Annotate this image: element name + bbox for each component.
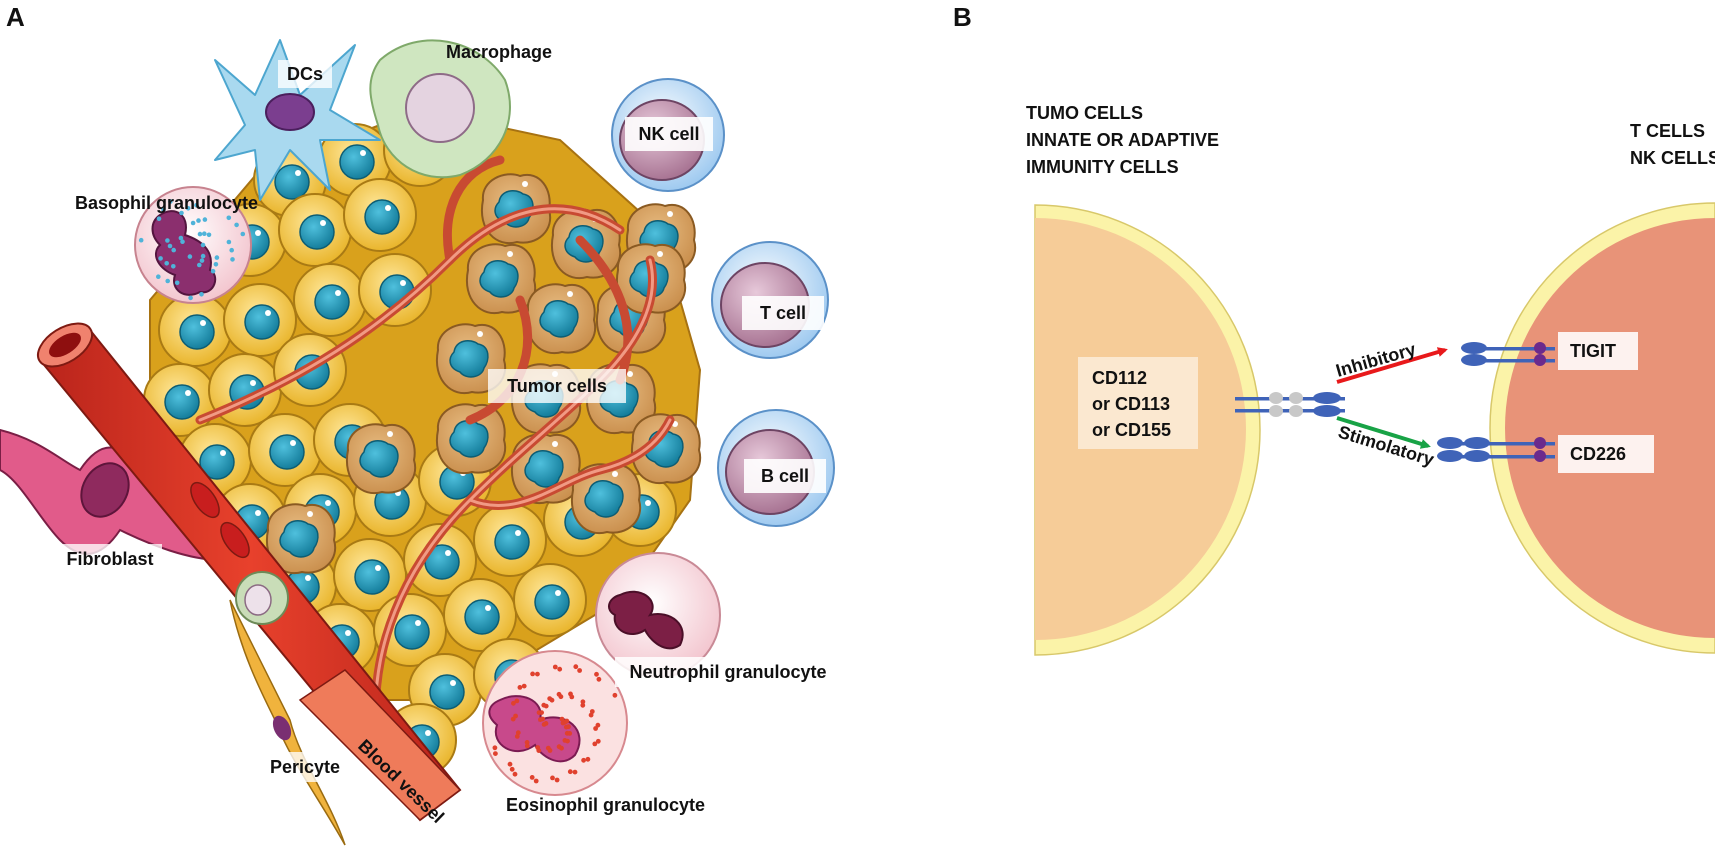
t-nk-cell-large [1489, 202, 1715, 654]
tumor-cell [443, 578, 517, 652]
t-cell-label: T cell [742, 296, 824, 330]
inhibitory-arrow [1336, 347, 1448, 384]
tumor-cell-irregular [265, 503, 337, 575]
left-header-line-1: TUMO CELLS [1026, 103, 1143, 123]
ligand-line-2: or CD113 [1092, 394, 1171, 414]
tumor-cell [278, 193, 352, 267]
pericyte-label: Pericyte [262, 752, 348, 782]
tumor-cell [223, 283, 297, 357]
panel-b-letter: B [953, 2, 972, 32]
macrophage-label: Macrophage [446, 42, 553, 62]
tumor-cell [293, 263, 367, 337]
dcs-label: DCs [278, 60, 332, 88]
tumor-cell [403, 523, 477, 597]
cd226-label: CD226 [1558, 435, 1654, 473]
left-header-line-2: INNATE OR ADAPTIVE [1026, 130, 1220, 150]
tumor-cell [158, 293, 232, 367]
macrophage-cell [369, 39, 511, 179]
eosinophil-cell [482, 650, 628, 796]
dendritic-cell [214, 39, 381, 201]
fibroblast-cell [0, 428, 222, 562]
basophil-cell [134, 186, 252, 304]
ligand-receptor-complex [1235, 392, 1345, 417]
ligand-line-1: CD112 [1092, 368, 1148, 388]
tumor-cell [343, 178, 417, 252]
stimolatory-arrow [1336, 416, 1431, 449]
tigit-receptor [1461, 342, 1555, 366]
tigit-label: TIGIT [1558, 332, 1638, 370]
tumor-cells-label: Tumor cells [488, 369, 626, 403]
b-cell-label: B cell [744, 459, 826, 493]
tumor-cell-irregular [570, 463, 642, 535]
tumor-cell [513, 563, 587, 637]
tumor-cell-irregular [435, 403, 507, 475]
tumor-cell [333, 538, 407, 612]
fibroblast-label: Fibroblast [58, 544, 162, 574]
stimolatory-label: Stimolatory [1336, 422, 1437, 470]
inhibitory-label: Inhibitory [1334, 339, 1418, 381]
basophil-label: Basophil granulocyte [75, 193, 259, 213]
ligand-line-3: or CD155 [1092, 420, 1172, 440]
neutrophil-label: Neutrophil granulocyte [615, 657, 841, 687]
eosinophil-label: Eosinophil granulocyte [506, 795, 706, 815]
nk-cell-label: NK cell [625, 117, 713, 151]
cd226-receptor [1437, 437, 1555, 462]
neutrophil-cell [595, 552, 721, 678]
ligand-label-box: CD112 or CD113 or CD155 [1078, 357, 1198, 449]
left-cell-header: TUMO CELLS INNATE OR ADAPTIVE IMMUNITY C… [1026, 100, 1219, 181]
tumor-cell-irregular [525, 283, 597, 355]
tumor-cell-irregular [345, 423, 417, 495]
right-header-line-2: NK CELLS [1630, 148, 1715, 168]
right-header-line-1: T CELLS [1630, 121, 1705, 141]
tumor-cell [473, 503, 547, 577]
right-cell-header: T CELLS NK CELLS [1630, 118, 1715, 172]
left-header-line-3: IMMUNITY CELLS [1026, 157, 1179, 177]
tumor-cell-irregular [630, 413, 702, 485]
panel-a-letter: A [6, 2, 25, 32]
b-cell [717, 409, 835, 527]
